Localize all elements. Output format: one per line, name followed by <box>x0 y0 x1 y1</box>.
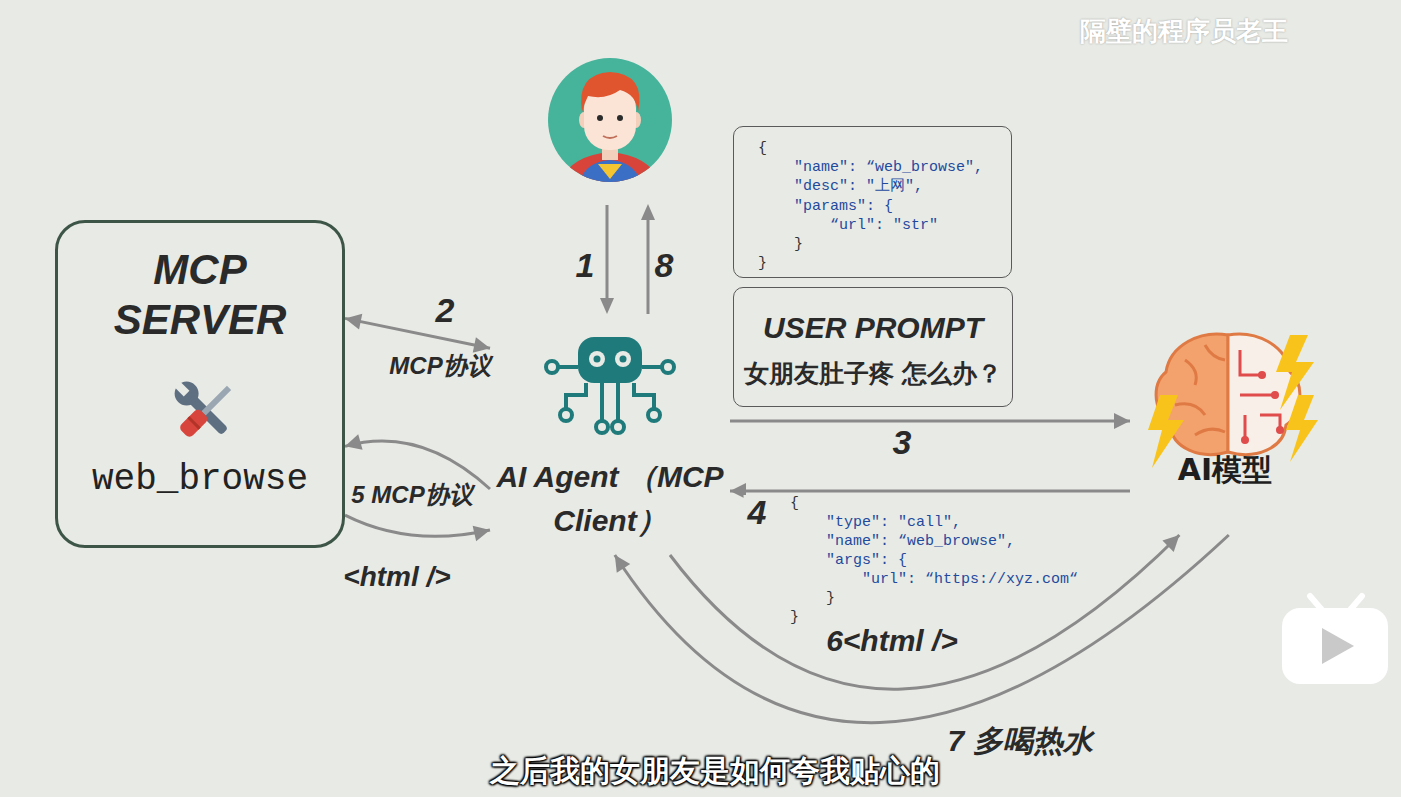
arrowhead <box>1162 535 1179 552</box>
code-line: "url": “https://xyz.com“ <box>862 570 1078 589</box>
prompt-box: USER PROMPT 女朋友肚子疼 怎么办？ <box>733 287 1013 407</box>
code-line: "type": "call", <box>826 513 961 532</box>
prompt-heading: USER PROMPT <box>742 310 1004 346</box>
request-arrows <box>600 204 655 314</box>
connector-line <box>345 318 490 348</box>
callout-number: 1 <box>576 248 595 282</box>
tool-name: web_browse <box>58 458 342 501</box>
code-line: } <box>758 235 1001 254</box>
connector <box>615 535 1229 723</box>
code-line: } <box>826 589 835 608</box>
prompt-text: 女朋友肚子疼 怎么办？ <box>742 358 1004 391</box>
connector <box>670 535 1179 689</box>
connector <box>345 434 490 489</box>
callout-number: 8 <box>655 248 674 282</box>
tool-definition-box: {"name": “web_browse","desc": "上网","para… <box>733 126 1012 278</box>
arrowhead <box>345 434 363 449</box>
code-line: { <box>758 139 1001 158</box>
arrowhead <box>1114 413 1130 429</box>
user-avatar <box>548 58 672 188</box>
server-box: MCP SERVER web_browse <box>55 220 345 548</box>
edge-label: 5 MCP协议 <box>347 482 476 508</box>
code-line: "name": “web_browse", <box>758 158 1001 177</box>
edge-label: 3 <box>889 425 916 459</box>
protocol-label: MCP协议 <box>385 353 494 379</box>
agent-title: AI Agent （MCP Client） <box>490 455 730 542</box>
agent-robot-icon <box>546 337 674 433</box>
arrowhead <box>615 555 630 573</box>
code-line: } <box>790 608 799 627</box>
connector-line <box>730 420 1130 423</box>
code-line: } <box>758 254 1001 273</box>
code-line: "args": { <box>826 551 907 570</box>
code-line: "params": { <box>758 197 1001 216</box>
server-title: MCP SERVER <box>100 245 300 346</box>
arrowhead <box>473 337 490 353</box>
edge-label: 2 <box>432 293 459 327</box>
edge-label: <html /> <box>339 562 454 593</box>
player-icon <box>1282 596 1388 684</box>
model-node: AI模型 <box>1130 320 1320 535</box>
connector-line <box>730 489 1130 492</box>
arrowhead <box>473 526 490 542</box>
code-line: “url": "str" <box>758 216 1001 235</box>
connector-line <box>670 535 1179 689</box>
edge-label: 6<html /> <box>822 624 962 657</box>
connector-line <box>345 515 490 536</box>
edge-label: 7 多喝热水 <box>943 724 1096 757</box>
code-line: "desc": "上网", <box>758 177 1001 196</box>
arrowhead <box>345 314 362 330</box>
agent-node: AI Agent （MCP Client） <box>490 335 730 555</box>
connector <box>730 413 1130 429</box>
ai-brain-icon <box>1148 334 1318 468</box>
connector <box>345 314 490 353</box>
tool-icon <box>168 375 234 440</box>
watermark: 隔壁的程序员老王 <box>1080 16 1288 47</box>
connector <box>345 515 490 541</box>
edge-label: 4 <box>744 495 771 529</box>
model-title: AI模型 <box>1130 452 1320 488</box>
connector-line <box>615 535 1229 723</box>
code-line: { <box>790 494 799 513</box>
caption: 之后我的女朋友是如何夸我贴心的 <box>490 753 940 789</box>
code-line: "name": “web_browse", <box>826 532 1015 551</box>
